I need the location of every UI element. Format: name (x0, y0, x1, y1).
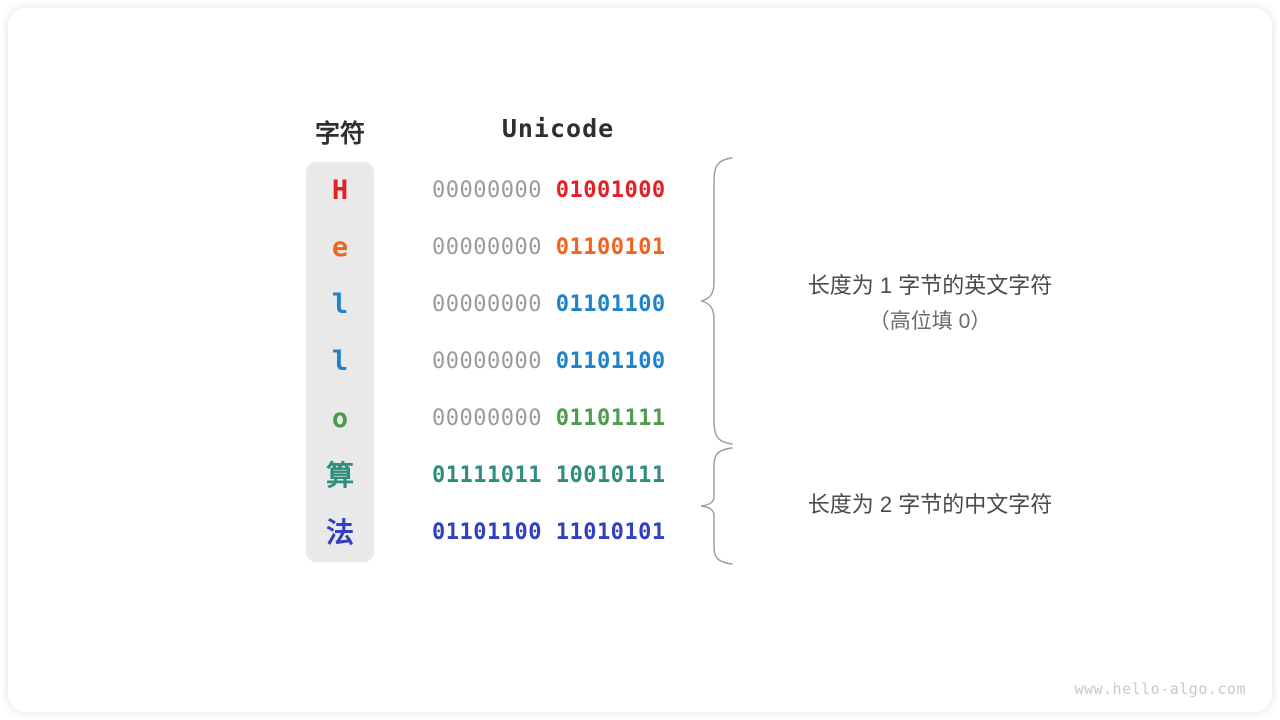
unicode-low-byte: 01001000 (555, 178, 666, 203)
unicode-low-byte: 01101100 (555, 349, 666, 374)
unicode-high-byte: 00000000 (432, 349, 556, 374)
watermark: www.hello-algo.com (1074, 680, 1246, 698)
character-cell: 算 (325, 460, 354, 491)
column-header-unicode: Unicode (501, 114, 615, 143)
character-cell: o (331, 403, 349, 434)
unicode-high-byte: 00000000 (432, 292, 556, 317)
unicode-low-byte: 01101100 11010101 (432, 520, 666, 545)
unicode-low-byte: 01101111 (555, 406, 666, 431)
character-cell: l (331, 289, 349, 320)
unicode-low-byte: 01100101 (555, 235, 666, 260)
unicode-row: 00000000 01001000 (432, 162, 684, 219)
unicode-high-byte: 00000000 (432, 406, 556, 431)
character-cell: l (331, 346, 349, 377)
unicode-high-byte: 00000000 (432, 178, 556, 203)
unicode-low-byte: 01101100 (555, 292, 666, 317)
unicode-row: 00000000 01101100 (432, 333, 684, 390)
character-cell: H (331, 175, 349, 206)
brace-cjk-group (700, 447, 733, 565)
annotation-ascii-line1: 长度为 1 字节的英文字符 (807, 273, 1053, 298)
unicode-row: 00000000 01101100 (432, 276, 684, 333)
unicode-row: 01111011 10010111 (432, 447, 684, 504)
unicode-high-byte: 00000000 (432, 235, 556, 260)
annotation-ascii-line2: （高位填 0） (868, 310, 992, 333)
character-cell: e (331, 232, 349, 263)
character-cell: 法 (325, 517, 354, 548)
brace-ascii-group (700, 157, 733, 445)
unicode-row: 01101100 11010101 (432, 504, 684, 561)
figure-card (8, 8, 1272, 712)
unicode-row: 00000000 01101111 (432, 390, 684, 447)
unicode-row: 00000000 01100101 (432, 219, 684, 276)
column-header-character: 字符 (314, 120, 365, 148)
annotation-cjk-line1: 长度为 2 字节的中文字符 (807, 492, 1053, 517)
unicode-low-byte: 01111011 10010111 (432, 463, 666, 488)
